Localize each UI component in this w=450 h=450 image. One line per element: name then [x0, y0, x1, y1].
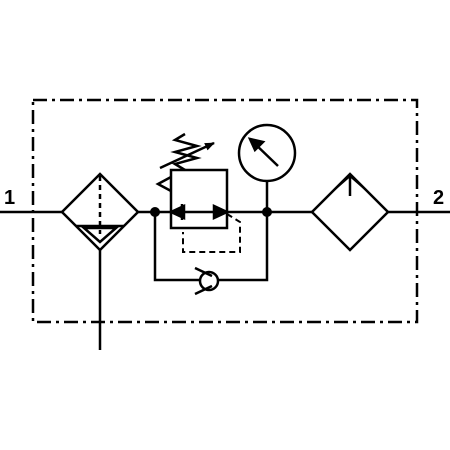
filter-with-drain-icon: [60, 172, 140, 350]
pilot-line: [182, 213, 241, 253]
lubricator-icon: [310, 172, 390, 252]
pressure-regulator-icon: [155, 132, 230, 230]
inlet-port-label: 1: [4, 187, 15, 209]
pressure-gauge-icon: [237, 123, 297, 212]
outlet-port-label: 2: [433, 187, 444, 209]
check-valve-icon: [194, 266, 220, 296]
bypass-line: [153, 212, 269, 282]
